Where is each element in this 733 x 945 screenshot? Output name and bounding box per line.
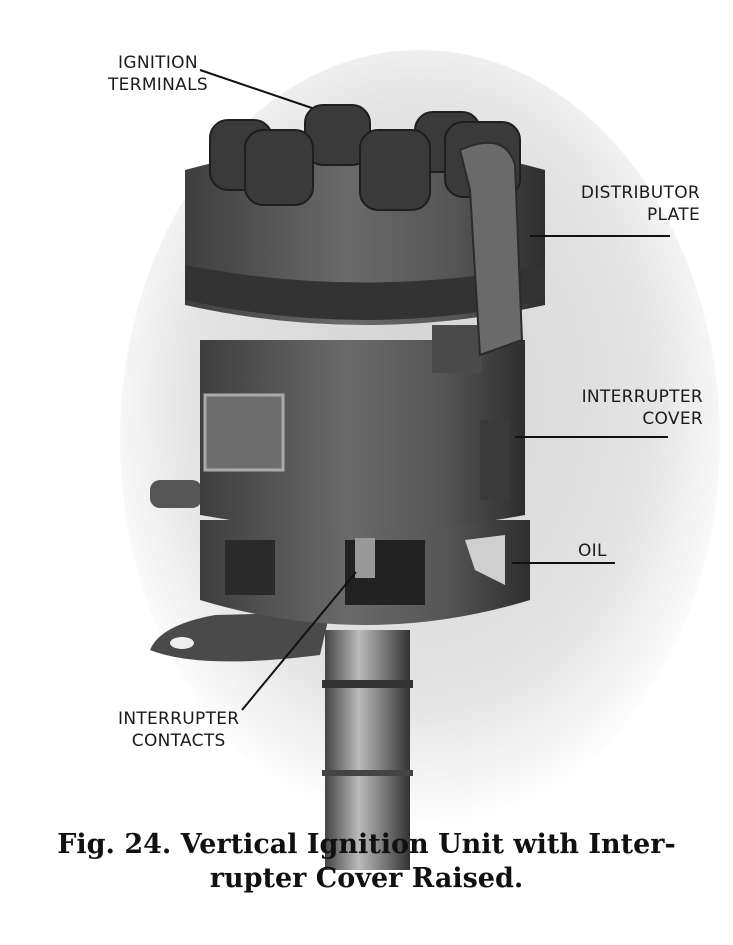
label-oil: OIL [578,541,607,561]
label-interrupter-contacts: INTERRUPTER CONTACTS [118,708,239,752]
interrupter-cover [200,325,525,530]
label-interrupter-cover: INTERRUPTER COVER [582,386,703,430]
label-line: TERMINALS [108,75,208,95]
figure-caption: Fig. 24. Vertical Ignition Unit with Int… [0,828,733,896]
distributor-plate [185,104,545,357]
label-line: INTERRUPTER [118,709,240,729]
label-line: PLATE [646,205,700,225]
label-line: IGNITION [118,53,198,73]
label-line: DISTRIBUTOR [580,183,700,203]
base-housing [150,480,530,662]
label-line: CONTACTS [131,731,226,751]
leader-lines [199,69,670,711]
label-ignition-terminals: IGNITION TERMINALS [108,52,208,96]
caption-line: rupter Cover Raised. [209,863,524,894]
caption-line: Fig. 24. Vertical Ignition Unit with Int… [57,829,676,860]
label-distributor-plate: DISTRIBUTOR PLATE [581,182,700,226]
label-line: COVER [642,409,703,429]
label-line: INTERRUPTER [581,387,703,407]
drive-shaft [322,630,413,870]
